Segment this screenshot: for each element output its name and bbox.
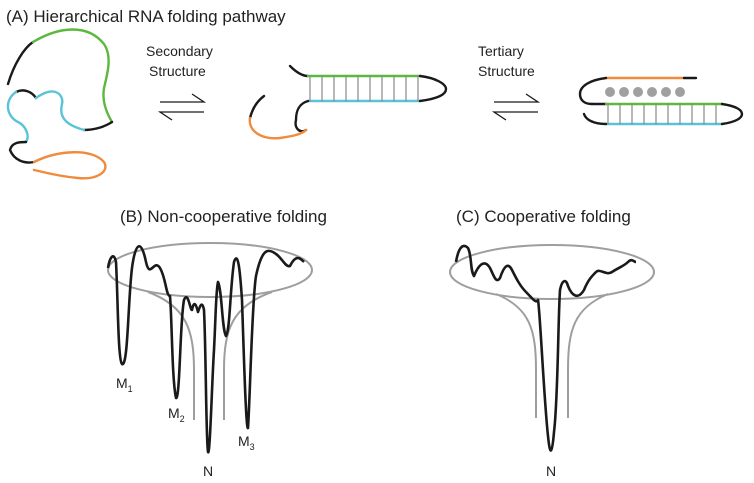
hairpin-black-tail-top (288, 64, 310, 78)
hairpin-black-tail-bottom (294, 99, 310, 133)
tertiary-structure (578, 76, 744, 126)
panel-c-funnel-right-wall (567, 293, 609, 418)
state-m1-label: M1 (116, 375, 133, 394)
state-m3-label: M3 (238, 433, 255, 452)
unfolded-strand-black-2 (82, 120, 114, 132)
tertiary-contact-dots (605, 87, 685, 97)
hairpin-loop (418, 74, 448, 103)
panel-b-funnel-left-wall (147, 291, 195, 420)
state-m2-label: M2 (168, 405, 185, 424)
unfolded-rna (6, 28, 114, 180)
panel-b-energy-landscape (106, 244, 305, 454)
unfolded-strand-green (31, 28, 114, 124)
unfolded-strand-cyan (6, 90, 86, 144)
panel-c-energy-landscape (454, 244, 637, 452)
hairpin-black-left (248, 94, 266, 120)
panel-c-funnel-left-wall (495, 293, 537, 418)
tertiary-black-left (578, 76, 608, 106)
hairpin-base-pairs (309, 75, 419, 102)
tertiary-loop (720, 102, 744, 126)
panel-c-funnel-rim (449, 244, 655, 300)
tertiary-base-pairs (607, 103, 717, 125)
hairpin-orange-tail (248, 116, 308, 140)
unfolded-strand-black-4 (8, 140, 36, 164)
unfolded-strand-orange (32, 151, 107, 180)
state-n-label-b: N (203, 463, 213, 479)
equilibrium-arrows-1 (157, 93, 207, 121)
tertiary-black-lower (582, 112, 608, 126)
panel-b-funnel (107, 242, 313, 420)
tertiary-structure-label-1: Tertiary (478, 43, 524, 59)
panel-b-title: (B) Non-cooperative folding (120, 207, 327, 226)
panel-b-funnel-rim (107, 242, 313, 298)
secondary-structure-hairpin (248, 64, 448, 140)
tertiary-structure-label-2: Structure (478, 63, 535, 79)
panel-c-funnel (449, 244, 655, 418)
panel-c-title: (C) Cooperative folding (456, 207, 631, 226)
unfolded-strand-black-3 (14, 89, 38, 100)
secondary-structure-label-2: Structure (149, 63, 206, 79)
panel-b-funnel-right-wall (223, 291, 273, 420)
state-n-label-c: N (546, 463, 556, 479)
equilibrium-arrows-2 (491, 93, 541, 121)
unfolded-strand-black-1 (6, 40, 35, 86)
secondary-structure-label-1: Secondary (146, 43, 213, 59)
panel-a-title: (A) Hierarchical RNA folding pathway (6, 7, 286, 26)
